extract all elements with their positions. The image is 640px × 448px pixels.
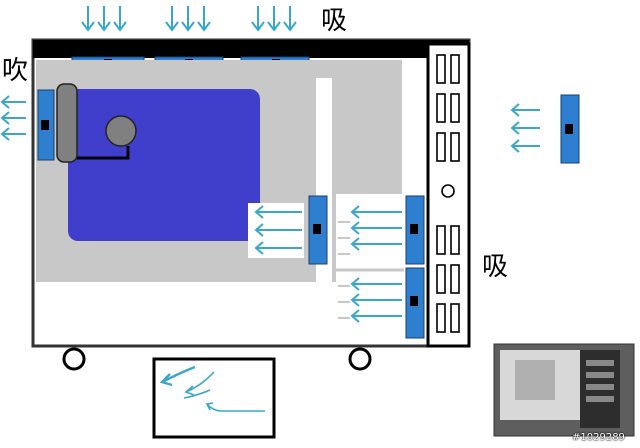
case-fan-icon [560,94,580,164]
side-panel-fan [560,94,580,164]
airflow-arrow-icon [510,121,540,135]
drive-cage-airflow-arrows [350,205,402,323]
airflow-arrow-icon [510,139,540,153]
airflow-arrow-icon [251,6,265,32]
side-intake-arrows [510,103,540,153]
caster-wheel-icon [348,347,372,371]
center-intake-fan [308,195,328,265]
airflow-arrow-icon [0,95,26,109]
bottom-airflow-box [152,357,276,439]
drive-bay-icon [436,54,460,84]
center-airflow-arrows [254,205,302,255]
photo-id: #1029289 [572,432,625,443]
power-button-icon [441,184,455,198]
suck-label-right: 吸 [482,252,509,282]
drive-cage [336,194,404,338]
drive-bay-icon [338,221,350,319]
front-intake-fans [405,195,425,339]
airflow-arrow-icon [350,221,402,235]
airflow-arrow-icon [254,241,302,255]
airflow-arrow-icon [350,205,402,219]
rear-exhaust-arrows [0,95,26,141]
airflow-arrow-icon [254,205,302,219]
top-intake-arrows [81,6,297,32]
airflow-arrow-icon [113,6,127,32]
bottom-airflow-arrows [159,365,265,412]
rear-exhaust-fan [37,89,55,161]
airflow-arrow-icon [350,277,402,291]
airflow-arrow-icon [184,371,215,396]
airflow-arrow-icon [81,6,95,32]
caster-wheel-icon [62,347,86,371]
drive-bay-icon [436,264,460,294]
suck-label-top: 吸 [321,6,348,36]
cpu-cooler-icon [56,83,137,163]
airflow-arrow-icon [283,6,297,32]
airflow-arrow-icon [205,402,265,412]
drive-bay-icon [436,132,460,162]
airflow-arrow-icon [350,293,402,307]
blow-label-top-left: 吹 [2,56,29,86]
airflow-arrow-icon [267,6,281,32]
airflow-arrow-icon [254,223,302,237]
drive-bay-icon [436,303,460,333]
case-fan-icon [37,89,55,161]
airflow-arrow-icon [159,365,196,387]
case-fan-icon [405,195,425,265]
top-panel [33,40,469,58]
airflow-arrow-icon [97,6,111,32]
airflow-arrow-icon [0,111,26,125]
drive-bay-icon [436,225,460,255]
airflow-arrow-icon [510,103,540,117]
case-fan-icon [308,195,328,265]
airflow-arrow-icon [181,6,195,32]
case-photo-detail [493,343,635,437]
motherboard [68,89,260,241]
airflow-arrow-icon [165,6,179,32]
airflow-arrow-icon [350,309,402,323]
case-fan-icon [405,267,425,339]
drive-bay-icon [436,93,460,123]
front-drive-bays [436,54,460,333]
airflow-arrow-icon [197,6,211,32]
airflow-arrow-icon [350,237,402,251]
airflow-arrow-icon [0,127,26,141]
airflow-arrow-icon [183,389,211,399]
